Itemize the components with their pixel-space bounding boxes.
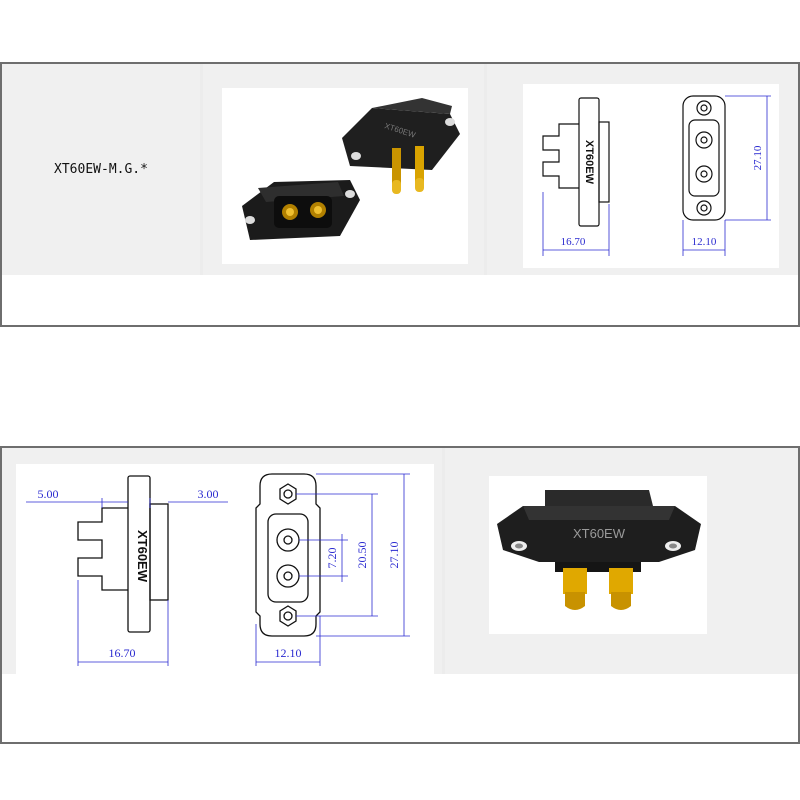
- side-part-marking: XT60EW: [583, 140, 595, 185]
- panel-strip: XT60EW-M.G.* XT60EW: [2, 64, 798, 275]
- side-view-small: [542, 97, 610, 227]
- length-label-large: 16.70: [109, 646, 136, 660]
- photo-cell: XT60EW: [203, 64, 484, 275]
- side-view-large: [77, 475, 169, 633]
- connector-back-view: XT60EW: [342, 98, 460, 194]
- width-label: 12.10: [692, 236, 717, 248]
- flange-dimensions: [26, 498, 228, 508]
- front-view-large: [255, 473, 321, 637]
- side-part-marking-large: XT60EW: [135, 530, 150, 583]
- connector-photo-large: XT60EW: [497, 490, 701, 610]
- photo-cell-large: XT60EW: [445, 448, 798, 674]
- model-name: XT60EW-M.G.*: [54, 162, 148, 177]
- mount-pitch-label: 20.50: [355, 542, 369, 569]
- height-label-large: 27.10: [387, 542, 401, 569]
- length-label: 16.70: [561, 236, 586, 248]
- connector-pair-photo: XT60EW: [242, 98, 460, 240]
- product-photo-large-card: XT60EW: [489, 476, 707, 634]
- length-dimension-large: [77, 580, 169, 666]
- model-cell: XT60EW-M.G.*: [2, 64, 200, 275]
- front-view-small: [682, 95, 726, 221]
- panel-strip: XT60EW 5.00 3.00 16.70: [2, 448, 798, 674]
- front-dimension-lines: [255, 473, 410, 666]
- gold-pins: [563, 568, 633, 610]
- height-label: 27.10: [752, 145, 764, 170]
- width-label-large: 12.10: [275, 646, 302, 660]
- height-dimension: [682, 95, 771, 256]
- length-dimension: [542, 192, 610, 256]
- drawing-cell-large: XT60EW 5.00 3.00 16.70: [2, 448, 442, 674]
- flange-left-label: 5.00: [38, 487, 59, 501]
- dimension-drawing-large: XT60EW 5.00 3.00 16.70: [16, 464, 434, 674]
- drawing-cell: XT60EW 16.70: [487, 64, 798, 275]
- dimension-drawing-small: XT60EW 16.70: [523, 84, 779, 268]
- technical-drawing-large: XT60EW 5.00 3.00 16.70: [26, 473, 410, 666]
- product-panel-top: XT60EW-M.G.* XT60EW: [0, 62, 800, 327]
- product-panel-bottom: XT60EW 5.00 3.00 16.70: [0, 446, 800, 744]
- connector-front-view: [242, 180, 360, 240]
- flange-right-label: 3.00: [198, 487, 219, 501]
- technical-drawing-small: XT60EW 16.70: [542, 95, 771, 256]
- housing-marking: XT60EW: [573, 526, 626, 541]
- product-photo-card: XT60EW: [222, 88, 468, 264]
- pin-pitch-label: 7.20: [325, 548, 339, 569]
